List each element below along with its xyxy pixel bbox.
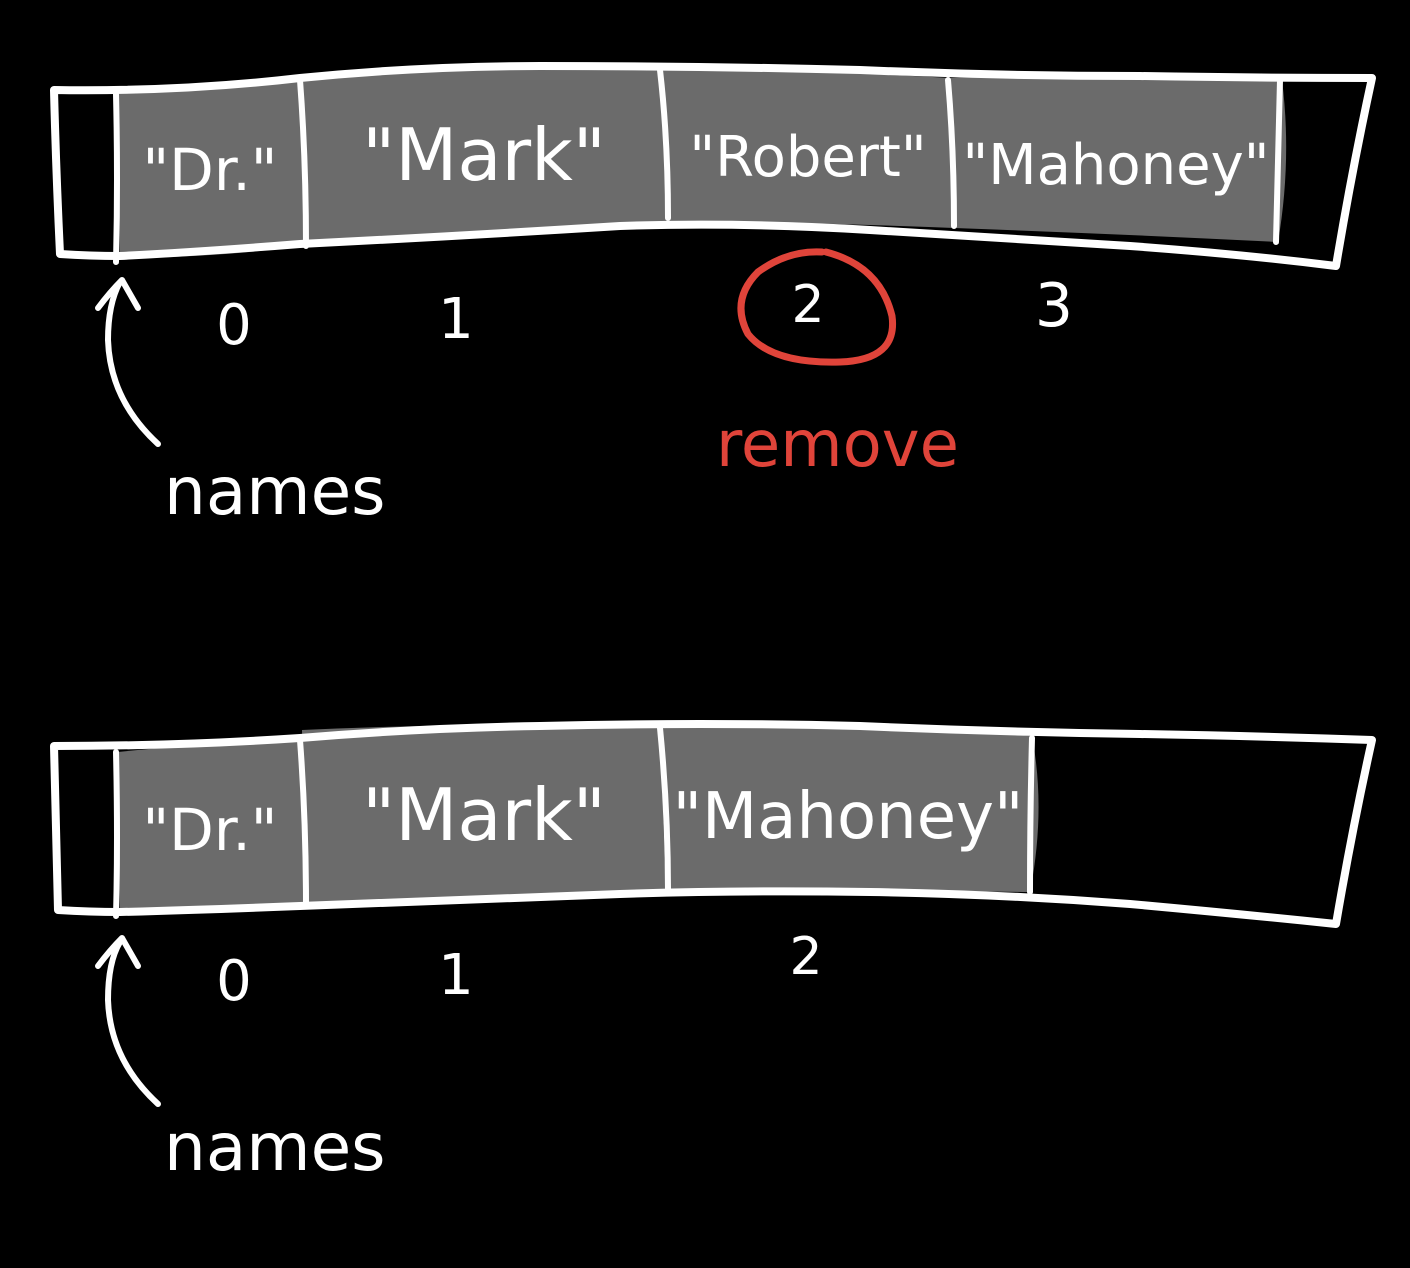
after-array-outline — [50, 720, 1376, 928]
cell-3-fill — [950, 76, 1287, 243]
after-divider-0-1 — [297, 737, 309, 909]
cell-0-value: "Dr." — [143, 136, 278, 204]
after-index-1: 1 — [438, 943, 474, 1008]
highlight-circle — [737, 248, 897, 366]
index-3: 3 — [1035, 271, 1073, 341]
divider-1-2 — [657, 67, 671, 221]
cell-1-value: "Mark" — [362, 113, 606, 197]
cell-3-value: "Mahoney" — [963, 133, 1270, 198]
remove-annotation: remove — [716, 408, 959, 482]
divider-0-1 — [297, 77, 309, 249]
pointer-label: names — [164, 453, 386, 530]
cell-0-fill — [118, 81, 304, 258]
after-index-0: 0 — [216, 949, 252, 1014]
after-cell-2-value: "Mahoney" — [673, 780, 1024, 854]
array-after: "Dr." "Mark" "Mahoney" 0 1 2 names — [50, 720, 1376, 1186]
index-2: 2 — [791, 275, 824, 335]
after-divider-start — [113, 749, 120, 919]
index-1: 1 — [438, 287, 474, 352]
after-cell-1-fill — [302, 724, 666, 906]
pointer-arrow — [95, 277, 161, 447]
divider-start — [113, 91, 120, 265]
after-pointer-label: names — [164, 1109, 386, 1186]
divider-end — [1273, 77, 1283, 245]
after-cell-0-value: "Dr." — [143, 796, 278, 864]
cell-2-fill — [662, 70, 954, 228]
array-outline — [50, 62, 1376, 270]
after-cell-0-fill — [118, 742, 304, 912]
after-cell-1-value: "Mark" — [362, 773, 606, 857]
array-before: "Dr." "Mark" "Robert" "Mahoney" 0 1 2 3 … — [50, 62, 1376, 530]
after-pointer-arrow — [95, 935, 161, 1107]
cell-2-value: "Robert" — [689, 125, 926, 190]
after-divider-end — [1027, 735, 1035, 895]
index-0: 0 — [216, 293, 252, 358]
after-cell-2-fill — [660, 726, 1039, 892]
after-divider-1-2 — [657, 725, 671, 895]
after-index-2: 2 — [789, 927, 822, 987]
cell-1-fill — [302, 68, 668, 244]
divider-2-3 — [945, 77, 957, 229]
